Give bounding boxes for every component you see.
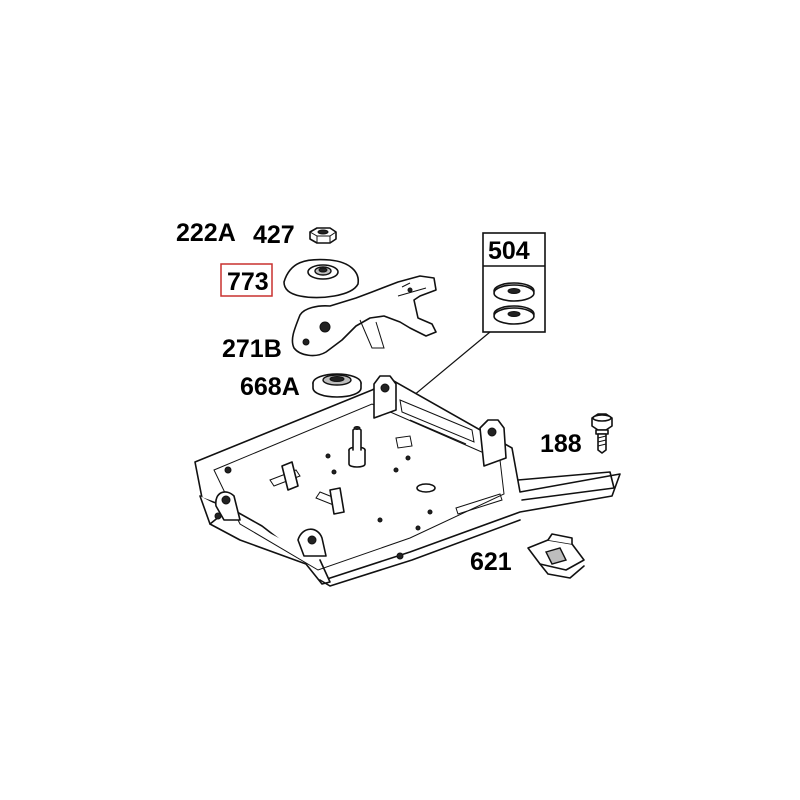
- washer-773: [283, 258, 359, 299]
- washer-504-a: [493, 282, 535, 302]
- label-773-highlight-box: [220, 263, 273, 297]
- label-427: 427: [253, 221, 295, 249]
- label-188: 188: [540, 430, 582, 458]
- washer-504-b: [493, 305, 535, 325]
- clip-621: [527, 533, 585, 579]
- label-222A: 222A: [176, 219, 236, 247]
- base-plate: [194, 375, 621, 587]
- kit-504-box: 504: [482, 232, 546, 333]
- label-621: 621: [470, 548, 512, 576]
- base-stud: [348, 426, 366, 468]
- grommet-668A: [312, 373, 362, 398]
- label-504: 504: [488, 237, 530, 265]
- nut-427: [309, 227, 337, 244]
- lever-271B: [291, 275, 437, 357]
- screw-188: [591, 413, 613, 454]
- label-773: 773: [227, 268, 269, 296]
- label-271B: 271B: [222, 335, 282, 363]
- label-668A: 668A: [240, 373, 300, 401]
